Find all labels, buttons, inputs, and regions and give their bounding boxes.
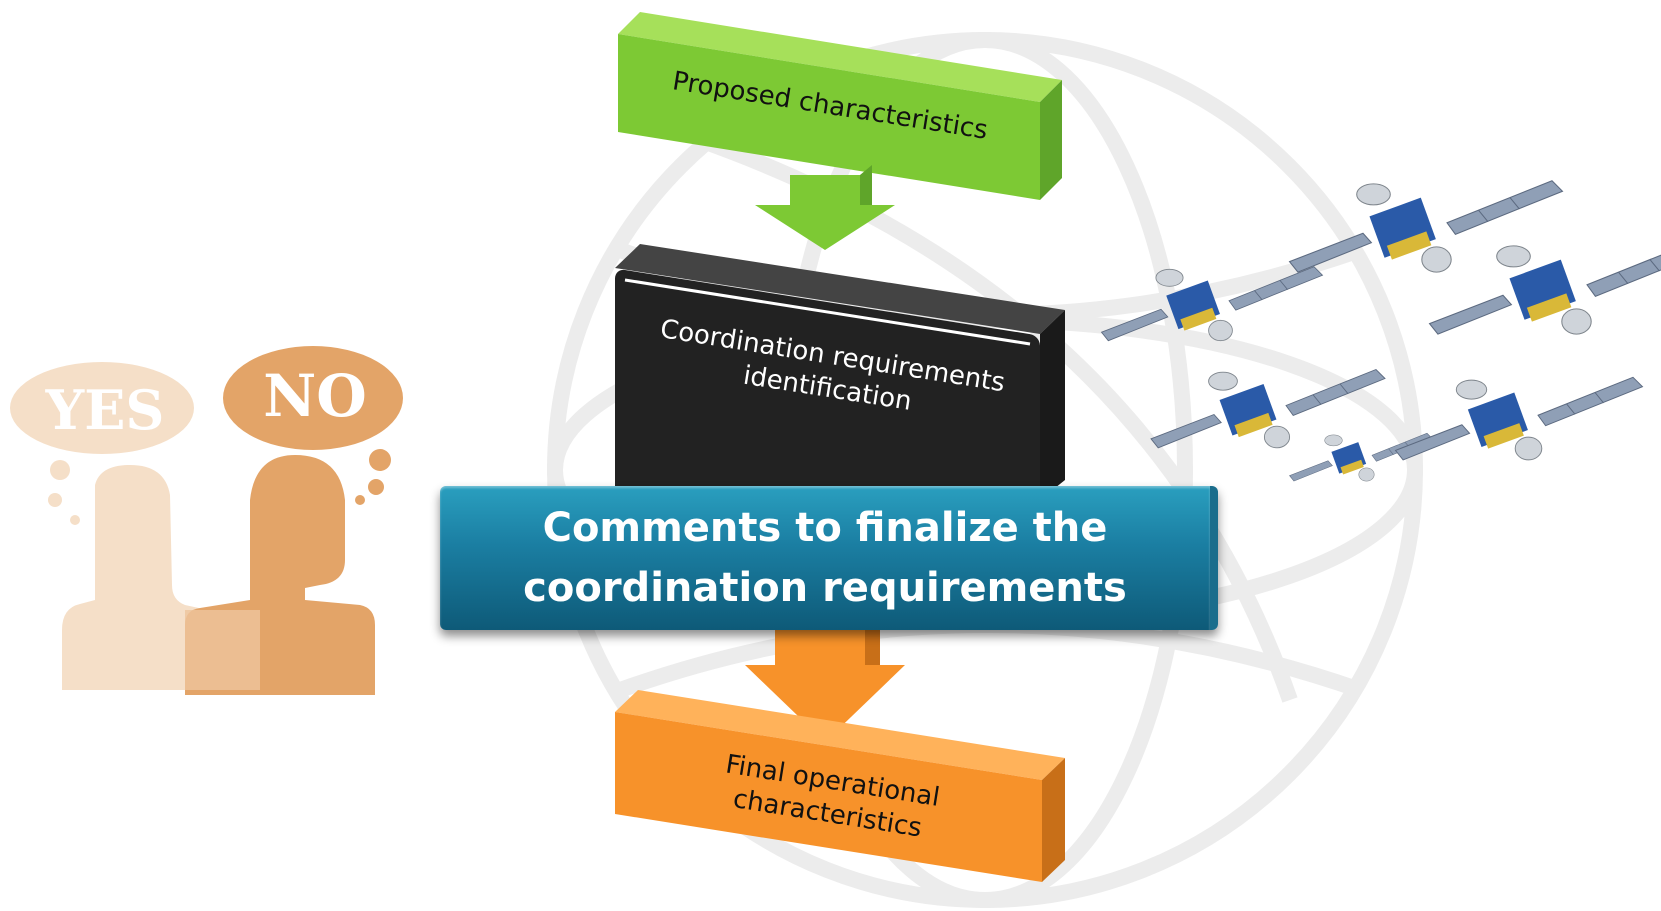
satellite-icon (1101, 266, 1323, 342)
comments-line2: coordination requirements (523, 565, 1127, 611)
arrow-down-2 (745, 620, 905, 742)
final-box (615, 690, 1065, 882)
satellite-icon (1428, 242, 1661, 335)
satellite-icon (1395, 376, 1643, 461)
proposed-box (618, 12, 1062, 200)
arrow-down-1 (755, 165, 895, 250)
comments-banner: Comments to finalize the coordination re… (440, 486, 1218, 630)
comments-line1: Comments to finalize the (542, 505, 1108, 551)
yes-bubble: YES (45, 378, 165, 442)
satellite-icon (1150, 369, 1386, 449)
no-bubble: NO (263, 362, 367, 430)
